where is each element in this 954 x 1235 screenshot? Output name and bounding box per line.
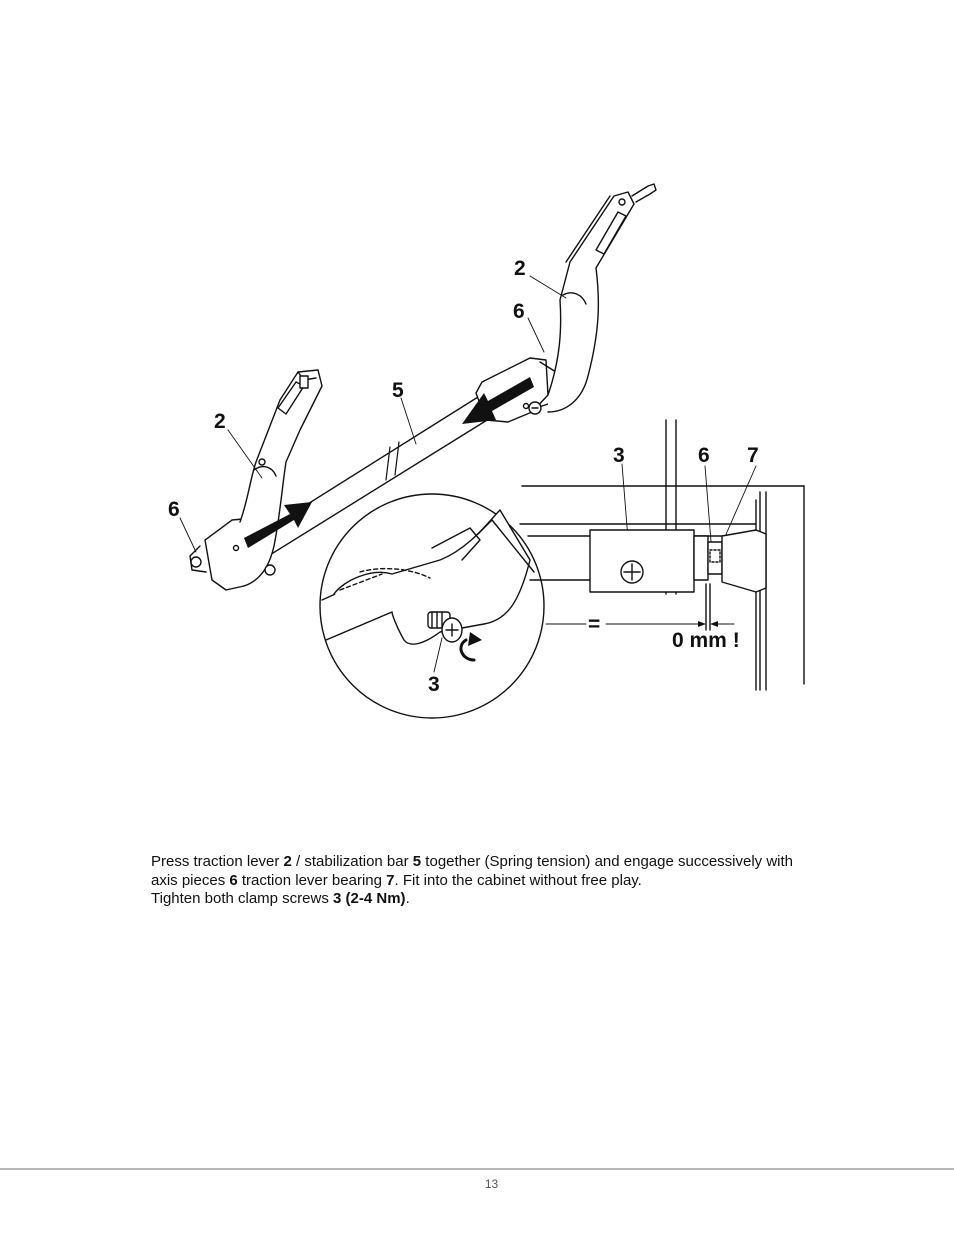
- callout-bar: 5: [392, 379, 404, 402]
- equal-sign: =: [588, 613, 600, 636]
- callout-axis-left: 6: [168, 498, 180, 521]
- callout-axis-side: 6: [698, 444, 710, 467]
- gap-label: 0 mm !: [672, 629, 740, 652]
- callout-axis-right: 6: [513, 300, 525, 323]
- left-traction-lever: [189, 369, 323, 591]
- instruction-line-1: Press traction lever 2 / stabilization b…: [151, 853, 794, 870]
- assembly-illustration: 2 6 5 2 6 3 3 6 7 = 0 mm !: [168, 183, 805, 719]
- callout-screw-detail: 3: [428, 673, 440, 696]
- instructions-text: Press traction lever 2 / stabilization b…: [151, 853, 851, 909]
- callout-bearing-side: 7: [747, 444, 759, 467]
- cabinet-section-view: [519, 419, 805, 691]
- push-arrows: [244, 377, 534, 548]
- right-traction-lever: [475, 183, 657, 423]
- instruction-line-2: axis pieces 6 traction lever bearing 7. …: [151, 871, 642, 889]
- callout-screw-side: 3: [613, 444, 625, 467]
- footer-divider: [0, 1168, 954, 1170]
- clamp-screw-detail: [319, 493, 545, 719]
- callout-lever-right: 2: [514, 257, 526, 280]
- callout-lever-left: 2: [214, 410, 226, 433]
- page-number: 13: [484, 1177, 499, 1191]
- instruction-line-3: Tighten both clamp screws 3 (2-4 Nm).: [151, 890, 410, 907]
